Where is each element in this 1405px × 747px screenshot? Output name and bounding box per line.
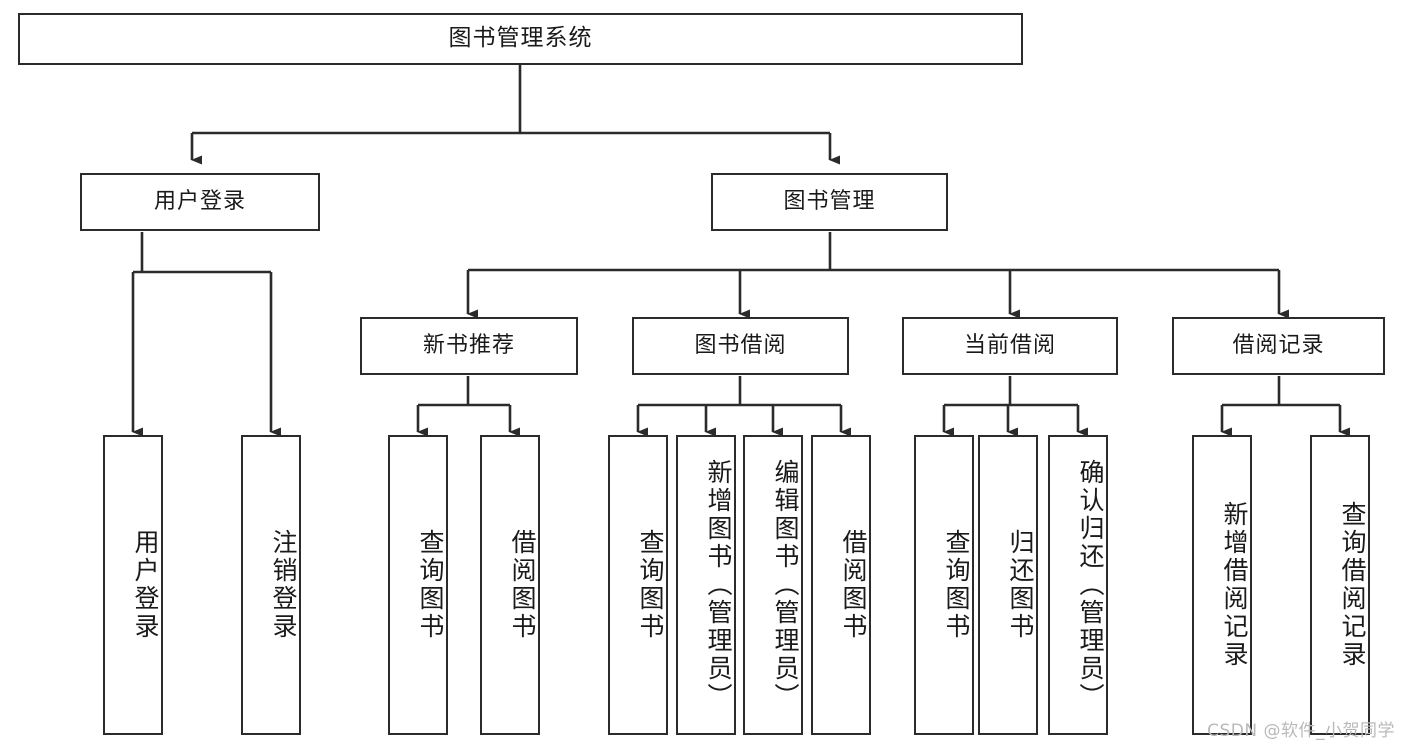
node-leaf-confirm-return[interactable]: 确认归还（管理员） [1048, 435, 1108, 735]
node-label: 当前借阅 [963, 332, 1056, 358]
node-label: 图书管理 [783, 188, 876, 214]
node-label: 借阅图书 [839, 529, 868, 641]
node-current-borrow[interactable]: 当前借阅 [902, 317, 1118, 375]
node-leaf-borrow-book-2[interactable]: 借阅图书 [811, 435, 871, 735]
node-new-book-recommend[interactable]: 新书推荐 [360, 317, 578, 375]
node-label: 借阅记录 [1232, 332, 1325, 358]
node-label: 归还图书 [1006, 529, 1035, 641]
node-borrow-record[interactable]: 借阅记录 [1172, 317, 1385, 375]
node-label: 图书借阅 [694, 332, 787, 358]
node-label: 查询图书 [636, 529, 665, 641]
node-leaf-query-book-1[interactable]: 查询图书 [388, 435, 448, 735]
node-label: 用户登录 [153, 188, 246, 214]
node-label: 确认归还（管理员） [1076, 459, 1105, 711]
node-label: 新增借阅记录 [1220, 501, 1249, 669]
node-root-system[interactable]: 图书管理系统 [18, 13, 1023, 65]
node-label: 查询借阅记录 [1338, 501, 1367, 669]
node-leaf-edit-book[interactable]: 编辑图书（管理员） [743, 435, 803, 735]
node-label: 借阅图书 [508, 529, 537, 641]
node-leaf-logout-login[interactable]: 注销登录 [241, 435, 301, 735]
node-label: 新增图书（管理员） [704, 459, 733, 711]
node-book-borrow[interactable]: 图书借阅 [632, 317, 849, 375]
node-label: 查询图书 [416, 529, 445, 641]
node-leaf-query-book-2[interactable]: 查询图书 [608, 435, 668, 735]
node-leaf-return-book[interactable]: 归还图书 [978, 435, 1038, 735]
node-label: 编辑图书（管理员） [771, 459, 800, 711]
node-label: 新书推荐 [422, 332, 515, 358]
node-leaf-borrow-book-1[interactable]: 借阅图书 [480, 435, 540, 735]
node-label: 用户登录 [131, 529, 160, 641]
node-leaf-query-book-3[interactable]: 查询图书 [914, 435, 974, 735]
node-leaf-query-record[interactable]: 查询借阅记录 [1310, 435, 1370, 735]
node-label: 注销登录 [269, 529, 298, 641]
node-label: 图书管理系统 [448, 25, 593, 52]
watermark: CSDN @软件_小贺同学 [1207, 721, 1395, 741]
node-leaf-user-login[interactable]: 用户登录 [103, 435, 163, 735]
node-user-login[interactable]: 用户登录 [80, 173, 320, 231]
node-leaf-add-book[interactable]: 新增图书（管理员） [676, 435, 736, 735]
node-book-manage[interactable]: 图书管理 [711, 173, 948, 231]
node-label: 查询图书 [942, 529, 971, 641]
node-leaf-add-record[interactable]: 新增借阅记录 [1192, 435, 1252, 735]
